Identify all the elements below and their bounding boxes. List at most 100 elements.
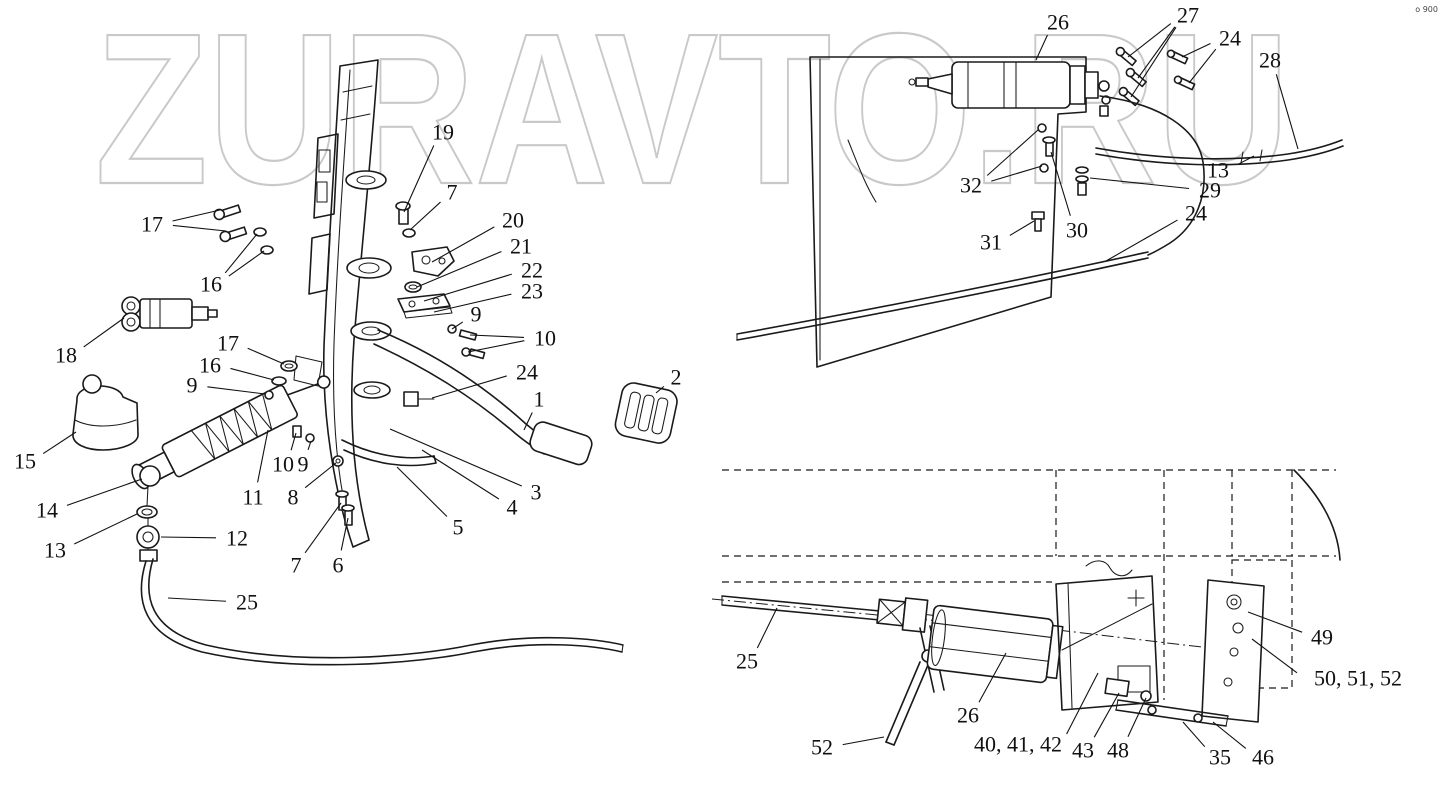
callout-31-26: 26 xyxy=(1047,10,1069,35)
leader-line-1 xyxy=(409,201,441,231)
fluid-hose xyxy=(140,558,624,666)
callout-2-20: 20 xyxy=(502,208,524,233)
leader-line-18 xyxy=(257,429,269,483)
lower-bar xyxy=(1104,677,1229,727)
callout-22-7: 7 xyxy=(291,553,302,578)
leader-line-31 xyxy=(1035,34,1048,61)
leader-line-48 xyxy=(842,736,885,746)
callout-3-21: 21 xyxy=(510,234,532,259)
leader-line-34 xyxy=(1275,74,1299,150)
callout-25-4: 4 xyxy=(507,495,518,520)
leader-line-30 xyxy=(167,597,227,602)
callout-14-15: 15 xyxy=(14,449,36,474)
pedal-pad-cover xyxy=(614,382,678,444)
leader-line-32 xyxy=(1127,23,1172,58)
callout-41-25: 25 xyxy=(736,649,758,674)
leader-line-11 xyxy=(247,347,285,365)
leader-line-28 xyxy=(523,412,533,431)
leader-line-33 xyxy=(1181,43,1211,58)
callout-37-32: 32 xyxy=(960,173,982,198)
callout-6-9: 9 xyxy=(471,302,482,327)
callout-9-16: 16 xyxy=(200,272,222,297)
callout-26-3: 3 xyxy=(531,480,542,505)
callout-34-28: 28 xyxy=(1259,48,1281,73)
leader-line-9 xyxy=(228,250,265,277)
leader-line-8 xyxy=(172,209,221,222)
callout-11-17: 17 xyxy=(217,331,239,356)
callout-8-17: 17 xyxy=(141,212,163,237)
callout-33-24: 24 xyxy=(1219,26,1241,51)
callout-49-35: 35 xyxy=(1209,745,1231,770)
pedal-assembly-drawing xyxy=(72,59,678,666)
leader-line-7 xyxy=(469,334,525,338)
leader-line-21 xyxy=(304,462,337,489)
leader-lines xyxy=(42,23,1303,749)
callout-1-7: 7 xyxy=(447,180,458,205)
leader-line-49 xyxy=(1182,721,1206,748)
leader-line-24 xyxy=(396,466,448,517)
leader-line-4 xyxy=(423,273,512,302)
callout-13-9: 9 xyxy=(187,373,198,398)
leader-line-27 xyxy=(431,375,507,399)
leader-line-46 xyxy=(1093,692,1120,738)
leader-line-44 xyxy=(1251,638,1298,674)
callout-30-25: 25 xyxy=(236,590,258,615)
leader-line-40 xyxy=(1105,219,1178,262)
callout-36-29: 29 xyxy=(1199,178,1221,203)
firewall-panel xyxy=(809,56,1087,368)
leader-line-37 xyxy=(991,165,1043,182)
firewall-fasteners xyxy=(1031,46,1196,232)
leader-line-6 xyxy=(451,321,464,330)
leader-line-7 xyxy=(467,340,525,353)
leader-line-32 xyxy=(1130,27,1177,98)
callout-40-24: 24 xyxy=(1185,201,1207,226)
working-cylinder xyxy=(908,61,1111,117)
leader-line-25 xyxy=(421,449,500,500)
leader-line-32 xyxy=(1137,26,1176,79)
leader-line-39 xyxy=(1009,220,1035,236)
callout-24-5: 5 xyxy=(453,515,464,540)
leader-line-16 xyxy=(73,513,138,545)
small-fasteners xyxy=(136,201,486,562)
callout-32-27: 27 xyxy=(1177,3,1199,28)
leader-line-17 xyxy=(160,536,217,539)
mounting-plate xyxy=(1201,579,1265,723)
fluid-reservoir xyxy=(72,374,139,451)
leader-line-22 xyxy=(304,502,342,554)
callout-19-10: 10 xyxy=(272,452,294,477)
callout-5-23: 23 xyxy=(521,279,543,304)
pushrod-switch-part xyxy=(121,296,218,332)
leader-line-20 xyxy=(307,440,312,451)
callout-10-18: 18 xyxy=(55,343,77,368)
leader-line-3 xyxy=(416,250,502,288)
lower-rod xyxy=(885,661,929,746)
leader-line-36 xyxy=(1089,177,1190,190)
pedal-bracket xyxy=(293,59,392,548)
leader-line-12 xyxy=(230,367,275,381)
corner-mark: о 900 xyxy=(1415,5,1438,14)
callout-35-13: 13 xyxy=(1207,158,1229,183)
callout-7-10: 10 xyxy=(534,326,556,351)
callout-4-22: 22 xyxy=(521,258,543,283)
callout-38-30: 30 xyxy=(1066,218,1088,243)
master-cylinder xyxy=(131,375,331,551)
callout-17-12: 12 xyxy=(226,526,248,551)
callout-15-14: 14 xyxy=(36,498,58,523)
callout-27-24: 24 xyxy=(516,360,538,385)
callout-20-9: 9 xyxy=(298,452,309,477)
leader-line-38 xyxy=(1050,151,1071,216)
callout-39-31: 31 xyxy=(980,230,1002,255)
callout-29-2: 2 xyxy=(671,365,682,390)
leader-line-0 xyxy=(403,145,435,213)
callout-0-19: 19 xyxy=(432,120,454,145)
pipes-and-rod xyxy=(736,95,1344,341)
leader-line-9 xyxy=(224,233,258,274)
leader-line-45 xyxy=(1066,672,1099,735)
callout-45-40-41-42: 40, 41, 42 xyxy=(974,732,1062,757)
leader-line-43 xyxy=(1247,611,1303,633)
pedal-pad xyxy=(529,421,593,466)
leader-line-42 xyxy=(978,652,1007,703)
callout-43-49: 49 xyxy=(1311,625,1333,650)
